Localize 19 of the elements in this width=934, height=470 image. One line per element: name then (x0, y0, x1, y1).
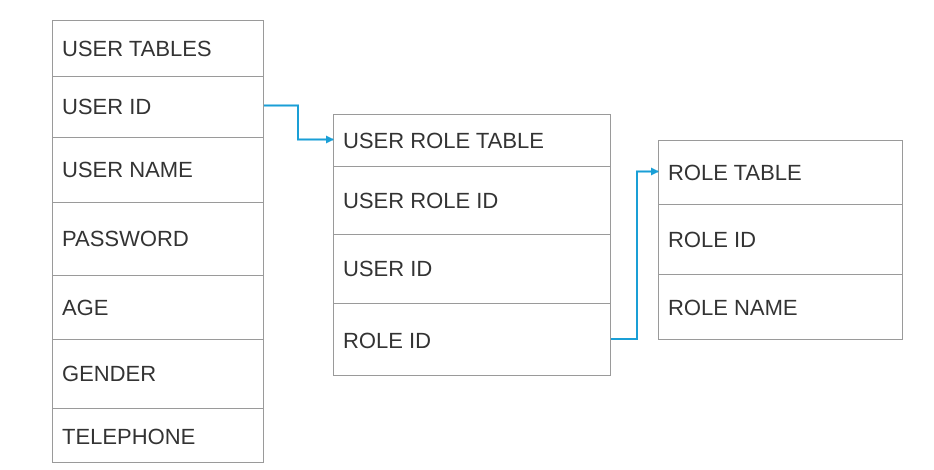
table-box (333, 114, 611, 376)
field-name: USER NAME (62, 157, 193, 183)
field-name: USER ROLE TABLE (343, 128, 544, 154)
arrow (611, 168, 659, 340)
field-name: AGE (62, 294, 108, 320)
field-name: USER ID (343, 256, 432, 282)
field-name: USER ID (62, 94, 152, 120)
field-name: PASSWORD (62, 226, 189, 252)
field-name: USER TABLES (62, 36, 212, 62)
field-name: ROLE ID (668, 226, 756, 252)
field-name: ROLE TABLE (668, 160, 802, 186)
field-name: GENDER (62, 361, 156, 387)
arrow (264, 104, 334, 144)
field-name: ROLE ID (343, 328, 432, 354)
field-name: ROLE NAME (668, 295, 798, 321)
table-box (658, 140, 903, 340)
field-name: TELEPHONE (62, 424, 196, 450)
field-name: USER ROLE ID (343, 188, 498, 214)
table-box (52, 20, 264, 463)
